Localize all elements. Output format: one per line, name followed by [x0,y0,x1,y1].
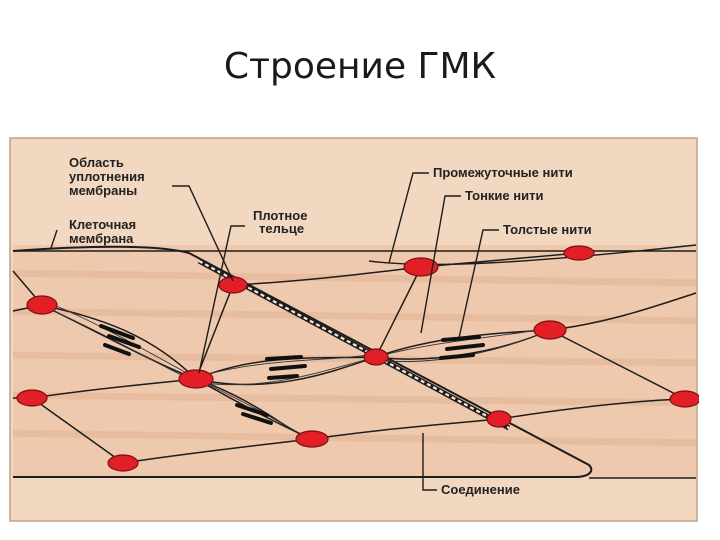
label-thick-filaments: Толстые нити [503,222,592,237]
dense-body [178,369,214,389]
dense-body [563,245,595,261]
cell-junction [197,258,511,431]
label-membrane-density: Область уплотнения мембраны [69,155,148,198]
label-dense-body: Плотное тельце [253,208,311,236]
dense-body [403,257,439,277]
dense-body [363,348,389,366]
label-junction: Соединение [441,482,520,497]
dense-body [533,320,567,340]
label-intermediate-filaments: Промежуточные нити [433,165,573,180]
dense-body [16,389,48,407]
smooth-muscle-diagram: Область уплотнения мембраны Клеточная ме… [9,133,699,525]
label-thin-filaments: Тонкие нити [465,188,543,203]
thick-filaments [99,324,485,425]
slide-title: Строение ГМК [223,46,497,87]
dense-bodies [16,245,699,472]
dense-body [107,454,139,472]
dense-body [26,295,58,315]
cytoplasm-texture [13,269,696,447]
neighbor-cell-membrane [368,244,697,479]
dense-body [669,390,699,408]
label-cell-membrane: Клеточная мембрана [69,217,140,246]
dense-body [486,410,512,428]
leader-lines [50,172,499,491]
dense-body [218,276,248,294]
dense-body [295,430,329,448]
